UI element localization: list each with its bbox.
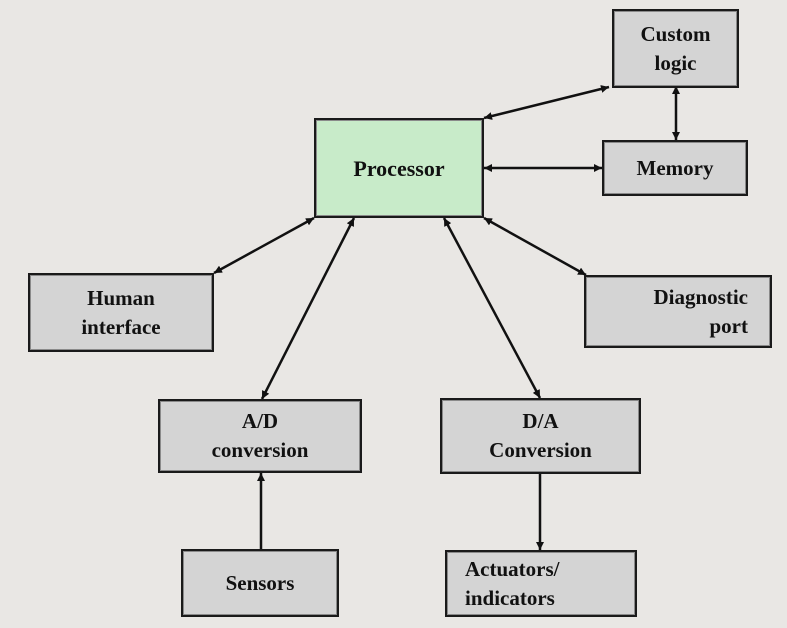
arrow-processor-diagnostic-port xyxy=(483,216,587,277)
actuators-box: Actuators/ indicators xyxy=(445,550,637,617)
memory-box: Memory xyxy=(602,140,748,196)
arrow-processor-human-interface xyxy=(213,216,315,275)
arrow-processor-custom-logic xyxy=(483,85,610,120)
ad-conversion-box: A/D conversion xyxy=(158,399,362,473)
processor-box: Processor xyxy=(314,118,484,218)
diagnostic-port-box: Diagnostic port xyxy=(584,275,772,348)
custom-logic-box: Custom logic xyxy=(612,9,739,88)
sensors-box: Sensors xyxy=(181,549,339,617)
human-interface-box: Human interface xyxy=(28,273,214,352)
arrow-processor-da-conversion xyxy=(442,217,542,399)
da-conversion-box: D/A Conversion xyxy=(440,398,641,474)
arrow-processor-ad-conversion xyxy=(260,217,356,400)
